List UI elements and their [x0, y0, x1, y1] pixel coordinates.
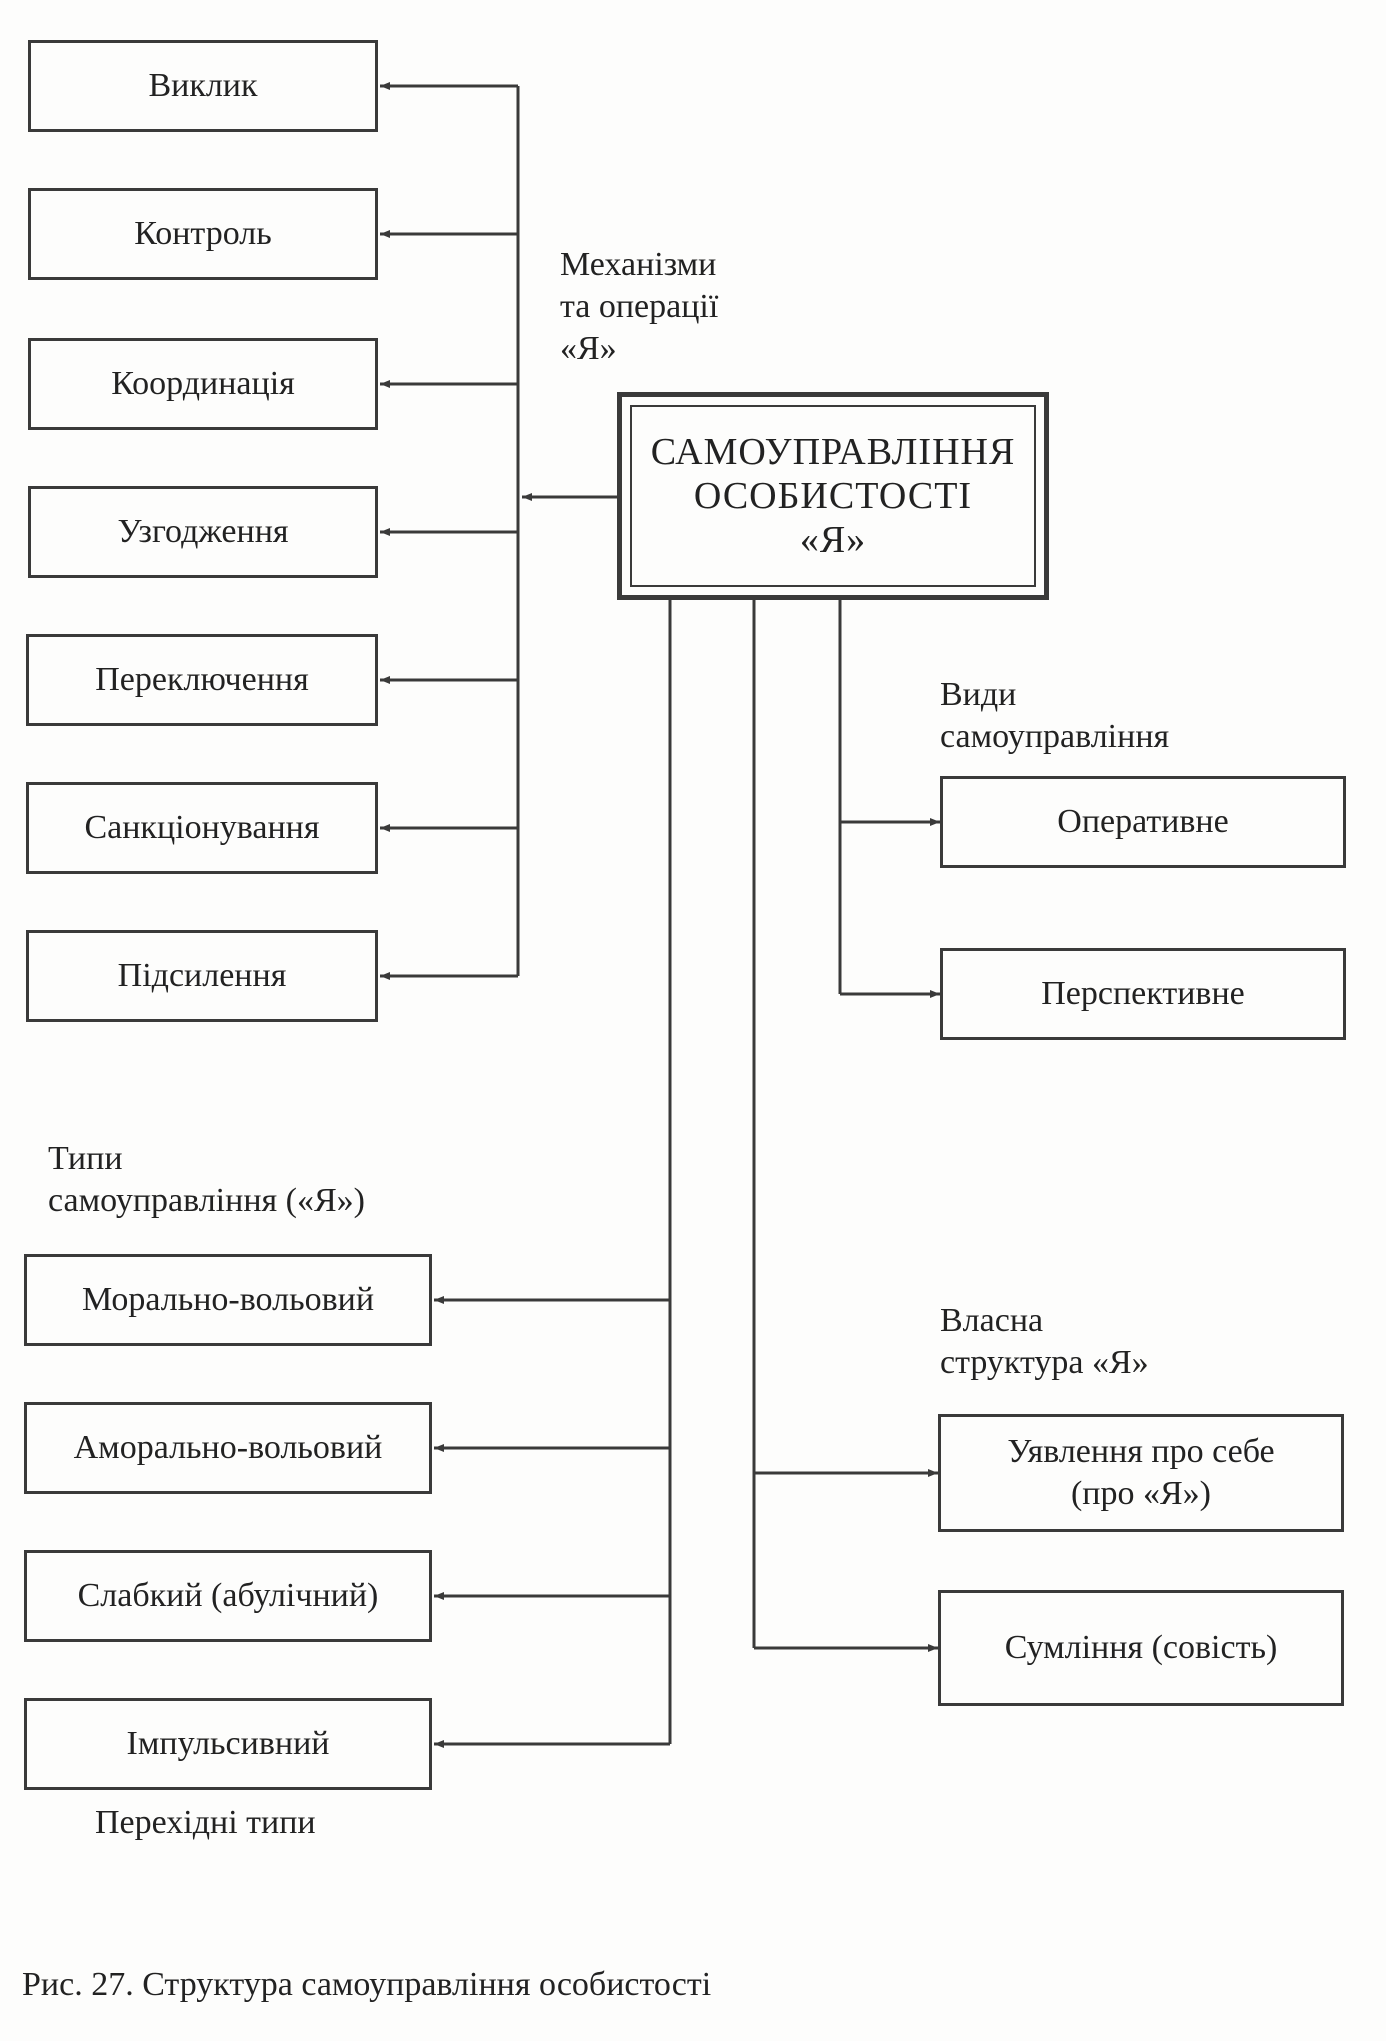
mechanism-label: Виклик — [148, 67, 258, 104]
type-box: Аморально-вольовий — [24, 1402, 432, 1494]
kind-box: Оперативне — [940, 776, 1346, 868]
own-structure-box: Уявлення про себе (про «Я») — [938, 1414, 1344, 1532]
kind-box: Перспективне — [940, 948, 1346, 1040]
types-heading: Типи самоуправління («Я») — [48, 1140, 365, 1219]
mechanism-label: Санкціонування — [84, 809, 320, 846]
figure-caption: Рис. 27. Структура самоуправління особис… — [22, 1966, 712, 2003]
transitional-types-label: Перехідні типи — [95, 1804, 316, 1841]
center-title-line1: САМОУПРАВЛІННЯ — [650, 431, 1016, 473]
mechanism-box: Узгодження — [28, 486, 378, 578]
mechanism-label: Переключення — [95, 661, 309, 698]
mechanism-box: Координація — [28, 338, 378, 430]
mechanism-label: Підсилення — [117, 957, 287, 994]
mechanisms-heading: Механізми та операції «Я» — [560, 246, 719, 367]
own-structure-heading: Власна структура «Я» — [940, 1302, 1149, 1381]
type-box: Слабкий (абулічний) — [24, 1550, 432, 1642]
mechanism-label: Контроль — [134, 215, 272, 252]
own-structure-box: Сумління (совість) — [938, 1590, 1344, 1706]
type-label: Аморально-вольовий — [73, 1429, 383, 1466]
type-label: Слабкий (абулічний) — [77, 1577, 379, 1614]
center-box: САМОУПРАВЛІННЯ ОСОБИСТОСТІ «Я» — [617, 392, 1049, 600]
type-label: Морально-вольовий — [81, 1281, 375, 1318]
mechanism-box: Підсилення — [26, 930, 378, 1022]
own-structure-label: Сумління (совість) — [1004, 1629, 1278, 1666]
mechanism-label: Координація — [111, 365, 295, 402]
type-label: Імпульсивний — [126, 1725, 330, 1762]
center-title-line2: ОСОБИСТОСТІ — [693, 475, 973, 517]
mechanism-box: Виклик — [28, 40, 378, 132]
mechanism-box: Переключення — [26, 634, 378, 726]
mechanism-label: Узгодження — [117, 513, 289, 550]
kind-label: Перспективне — [1041, 975, 1245, 1012]
type-box: Морально-вольовий — [24, 1254, 432, 1346]
mechanism-box: Контроль — [28, 188, 378, 280]
own-structure-label: Уявлення про себе (про «Я») — [1007, 1433, 1275, 1512]
kind-label: Оперативне — [1057, 803, 1229, 840]
center-title-line3: «Я» — [799, 519, 867, 561]
mechanism-box: Санкціонування — [26, 782, 378, 874]
type-box: Імпульсивний — [24, 1698, 432, 1790]
kinds-heading: Види самоуправління — [940, 676, 1170, 755]
center-box-inner: САМОУПРАВЛІННЯ ОСОБИСТОСТІ «Я» — [630, 405, 1036, 587]
